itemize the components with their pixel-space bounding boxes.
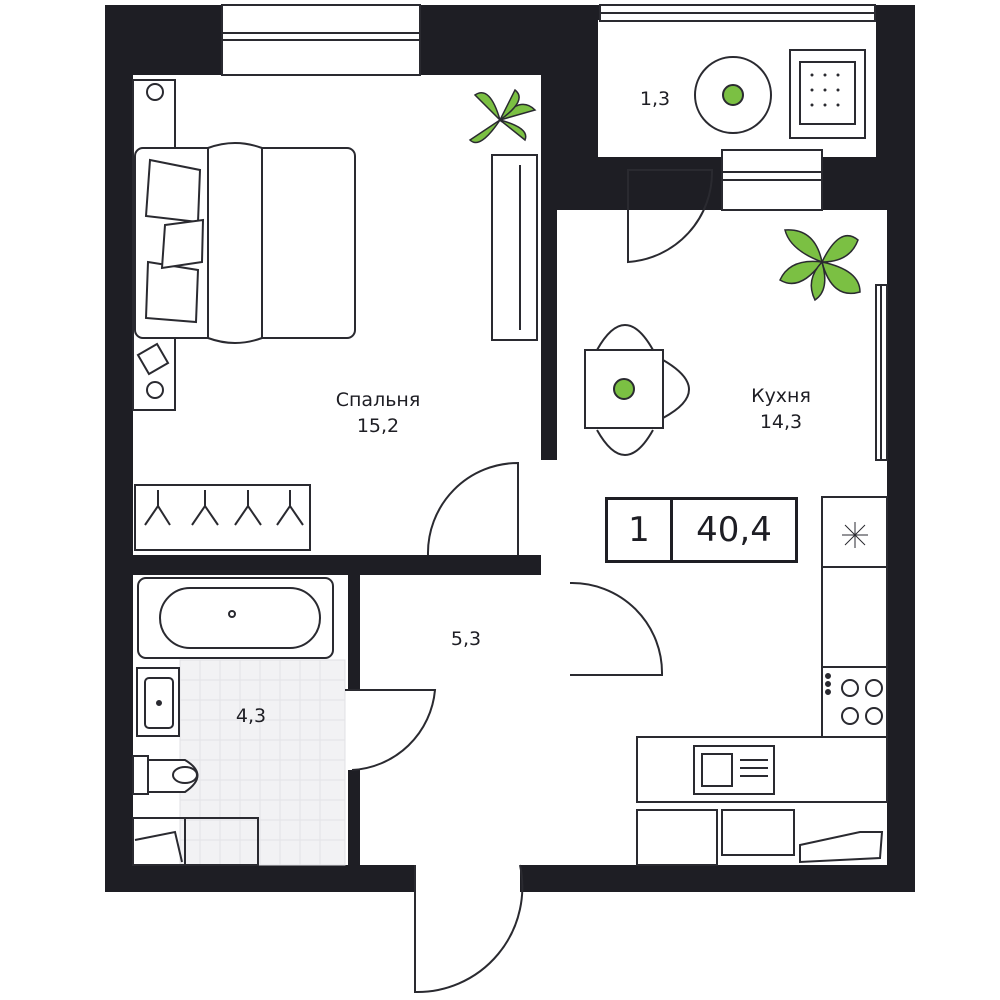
total-area: 40,4 [696, 510, 772, 550]
bathroom-storage [132, 817, 259, 866]
toilet-icon [132, 755, 199, 795]
plant-icon-kitchen [779, 229, 861, 302]
bathroom-area: 4,3 [235, 705, 267, 727]
kitchen-counter [636, 496, 888, 866]
bedroom-area: 15,2 [356, 415, 400, 437]
windows [221, 4, 888, 461]
tile-grid [180, 660, 345, 865]
bathroom-tiles [179, 659, 346, 866]
bedroom-label: Спальня 15,2 [318, 387, 438, 439]
bathtub-icon [137, 577, 334, 659]
kitchen-name: Кухня [751, 385, 811, 407]
plant-icon [468, 88, 537, 144]
kitchen-area: 14,3 [759, 411, 803, 433]
doors [345, 169, 714, 994]
balcony-area: 1,3 [639, 88, 671, 110]
apartment-summary-badge: 1 40,4 [605, 497, 798, 563]
wardrobe-icon [134, 154, 538, 551]
balcony-furniture [694, 49, 866, 139]
dining-table-icon [584, 324, 690, 456]
hall-area: 5,3 [450, 628, 482, 650]
kitchen-label: Кухня 14,3 [726, 383, 836, 435]
stove-icon [825, 673, 883, 725]
room-count: 1 [608, 500, 673, 560]
bedroom-name: Спальня [335, 389, 421, 411]
washbasin-icon [136, 667, 180, 737]
bed-icon [132, 79, 356, 411]
